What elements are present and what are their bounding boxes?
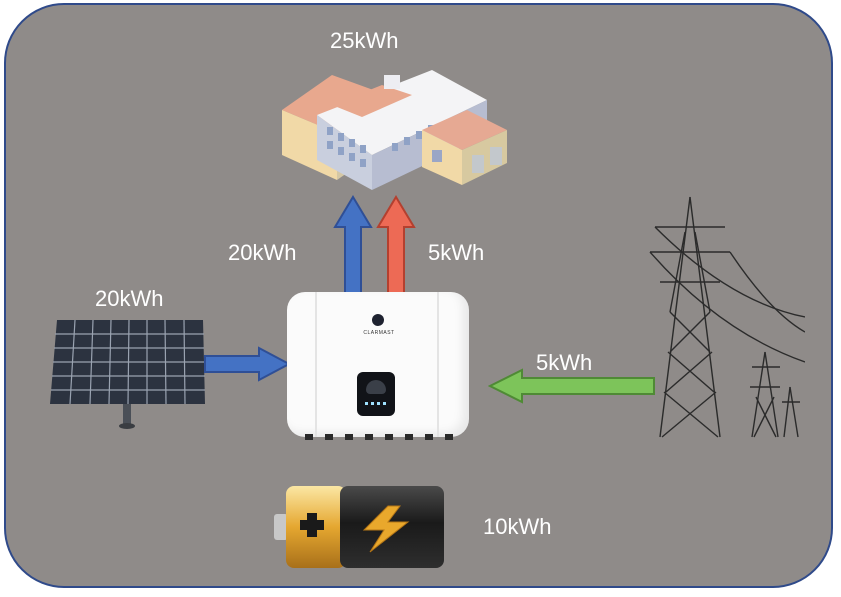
inverter-logo-icon xyxy=(372,314,384,326)
grid-to-inverter-arrow xyxy=(488,368,655,404)
inverter-side-stripe-right xyxy=(437,292,439,437)
inverter-side-stripe-left xyxy=(315,292,317,437)
grid-to-factory-label: 5kWh xyxy=(428,240,485,265)
solar-to-factory-label: 20kWh xyxy=(228,240,297,265)
inverter: CLARMAST xyxy=(287,292,469,437)
grid-input-label: 5kWh xyxy=(536,350,593,375)
power-tower-icon xyxy=(649,196,805,438)
factory-icon xyxy=(282,70,507,190)
grid-to-factory-arrow xyxy=(376,195,416,294)
solar-to-factory-arrow xyxy=(333,195,373,294)
solar-to-inverter-arrow xyxy=(204,346,291,382)
battery-storage-label: 10kWh xyxy=(483,514,552,539)
inverter-indicators xyxy=(365,402,387,405)
inverter-display xyxy=(357,372,395,416)
inverter-connectors xyxy=(305,434,455,440)
inverter-screen xyxy=(366,380,386,394)
solar-panel-icon xyxy=(50,319,205,429)
factory-load-label: 25kWh xyxy=(330,28,399,53)
inverter-brand: CLARMAST xyxy=(363,330,395,336)
battery-icon xyxy=(274,486,444,568)
solar-output-label: 20kWh xyxy=(95,286,164,311)
